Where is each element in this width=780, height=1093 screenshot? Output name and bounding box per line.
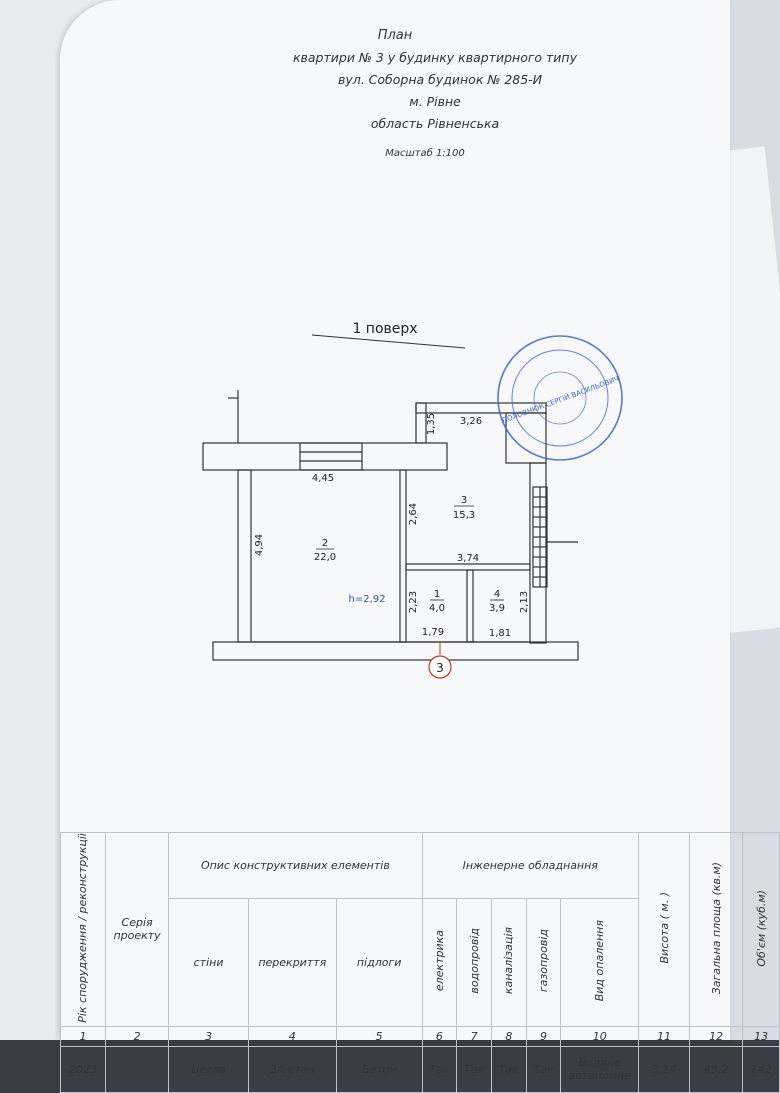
scale-label: Масштаб 1:100 [385,148,465,159]
floor-plan: 1 поверх 2 22,0 3 15,3 1 4 [202,321,623,679]
val-year: 2023 [60,1045,106,1093]
sub-walls: стіни [168,897,249,1027]
group-construction-header: Опис конструктивних елементів [168,832,423,899]
dim-326: 3,26 [460,416,482,427]
inner-wall [399,469,407,643]
right-top-wall [505,412,547,464]
right-wall [529,462,547,644]
room-4-number: 4 [494,589,500,600]
room-3-area: 15,3 [453,510,475,521]
plan-title: План [377,28,413,43]
bath-left-wall [415,402,427,444]
col-area-header: Загальна площа (кв.м) [689,832,744,1027]
room-3-number: 3 [461,495,467,506]
room-2-area: 22,0 [314,552,336,563]
sub-floors: перекриття [247,897,337,1027]
val-heating: Водяне автономне [560,1045,640,1093]
group-engineering-header: Інженерне обладнання [421,832,640,899]
num-12: 12 [689,1025,744,1047]
dim-181: 1,81 [489,628,511,639]
num-8: 8 [490,1025,527,1047]
dim-213: 2,13 [519,591,530,613]
bath-top-wall [415,402,547,414]
room-4-area: 3,9 [489,603,505,614]
axis-marker-circle [428,655,452,679]
col-height-header: Висота ( м. ) [638,832,691,1027]
small-wall [466,569,474,643]
floor-label: 1 поверх [352,321,417,337]
num-10: 10 [560,1025,640,1047]
height-label: h=2,92 [349,594,386,605]
val-volume: 142 [742,1045,780,1093]
axis-marker-label: 3 [436,661,444,675]
num-6: 6 [421,1025,458,1047]
num-5: 5 [335,1025,423,1047]
dim-445: 4,45 [312,473,334,484]
num-11: 11 [638,1025,691,1047]
dim-264: 2,64 [408,503,419,525]
region-line: область Рівненська [370,116,500,131]
val-electric: Так [421,1045,458,1093]
val-flooring: Бетон [335,1045,423,1093]
dim-223: 2,23 [408,591,419,613]
num-13: 13 [742,1025,780,1047]
dim-135: 1,35 [426,413,437,435]
num-7: 7 [456,1025,492,1047]
val-water: Так [456,1045,492,1093]
apartment-line: квартири № 3 у будинку квартирного типу [292,50,578,65]
num-4: 4 [247,1025,337,1047]
col-series-header: Серія проекту [104,832,170,1027]
window-top [299,442,363,471]
top-wall-left [202,442,448,471]
sub-water: водопровід [456,897,492,1027]
num-9: 9 [525,1025,562,1047]
val-gas: Так [525,1045,562,1093]
specification-table: Рік спорудження / реконструкції Серія пр… [60,832,780,1093]
room-1-area: 4,0 [429,603,445,614]
official-stamp-seal: ПОЛОВНЮК СЕРГІЙ ВАСИЛЬОВИЧ [497,335,623,461]
city-line: м. Рівне [409,94,461,109]
mid-wall [405,563,531,571]
sub-flooring: підлоги [335,897,423,1027]
col-year-header: Рік спорудження / реконструкції [60,832,106,1027]
sub-electric: електрика [421,897,458,1027]
sub-gas: газопровід [525,897,562,1027]
floor-label-underline [311,334,466,349]
room-1-number: 1 [434,589,440,600]
val-series [104,1045,170,1093]
val-floors: З/бетон [247,1045,337,1093]
room-2-number: 2 [322,538,328,549]
dim-374: 3,74 [457,553,479,564]
num-1: 1 [60,1025,106,1047]
sub-heating: Вид опалення [560,897,640,1027]
left-wall [237,469,252,643]
sub-sewer: каналізація [490,897,527,1027]
val-height: 3,14 [638,1045,691,1093]
street-line: вул. Соборна будинок № 285-И [337,72,543,87]
num-2: 2 [104,1025,170,1047]
val-walls: Цегла [168,1045,249,1093]
dimension-labels: 4,45 3,26 3,74 1,79 1,81 4,94 1,35 2,64 … [254,413,530,639]
bottom-wall [212,641,579,661]
val-area: 45,2 [689,1045,744,1093]
col-volume-header: Об'єм (куб.м) [742,832,780,1027]
plan-walls [202,390,579,661]
dim-179: 1,79 [422,627,444,638]
num-3: 3 [168,1025,249,1047]
dim-494: 4,94 [254,534,265,556]
room-labels: 2 22,0 3 15,3 1 4,0 4 3,9 [314,495,505,614]
val-sewer: Так [490,1045,527,1093]
stamp-text: ПОЛОВНЮК СЕРГІЙ ВАСИЛЬОВИЧ [501,374,621,425]
